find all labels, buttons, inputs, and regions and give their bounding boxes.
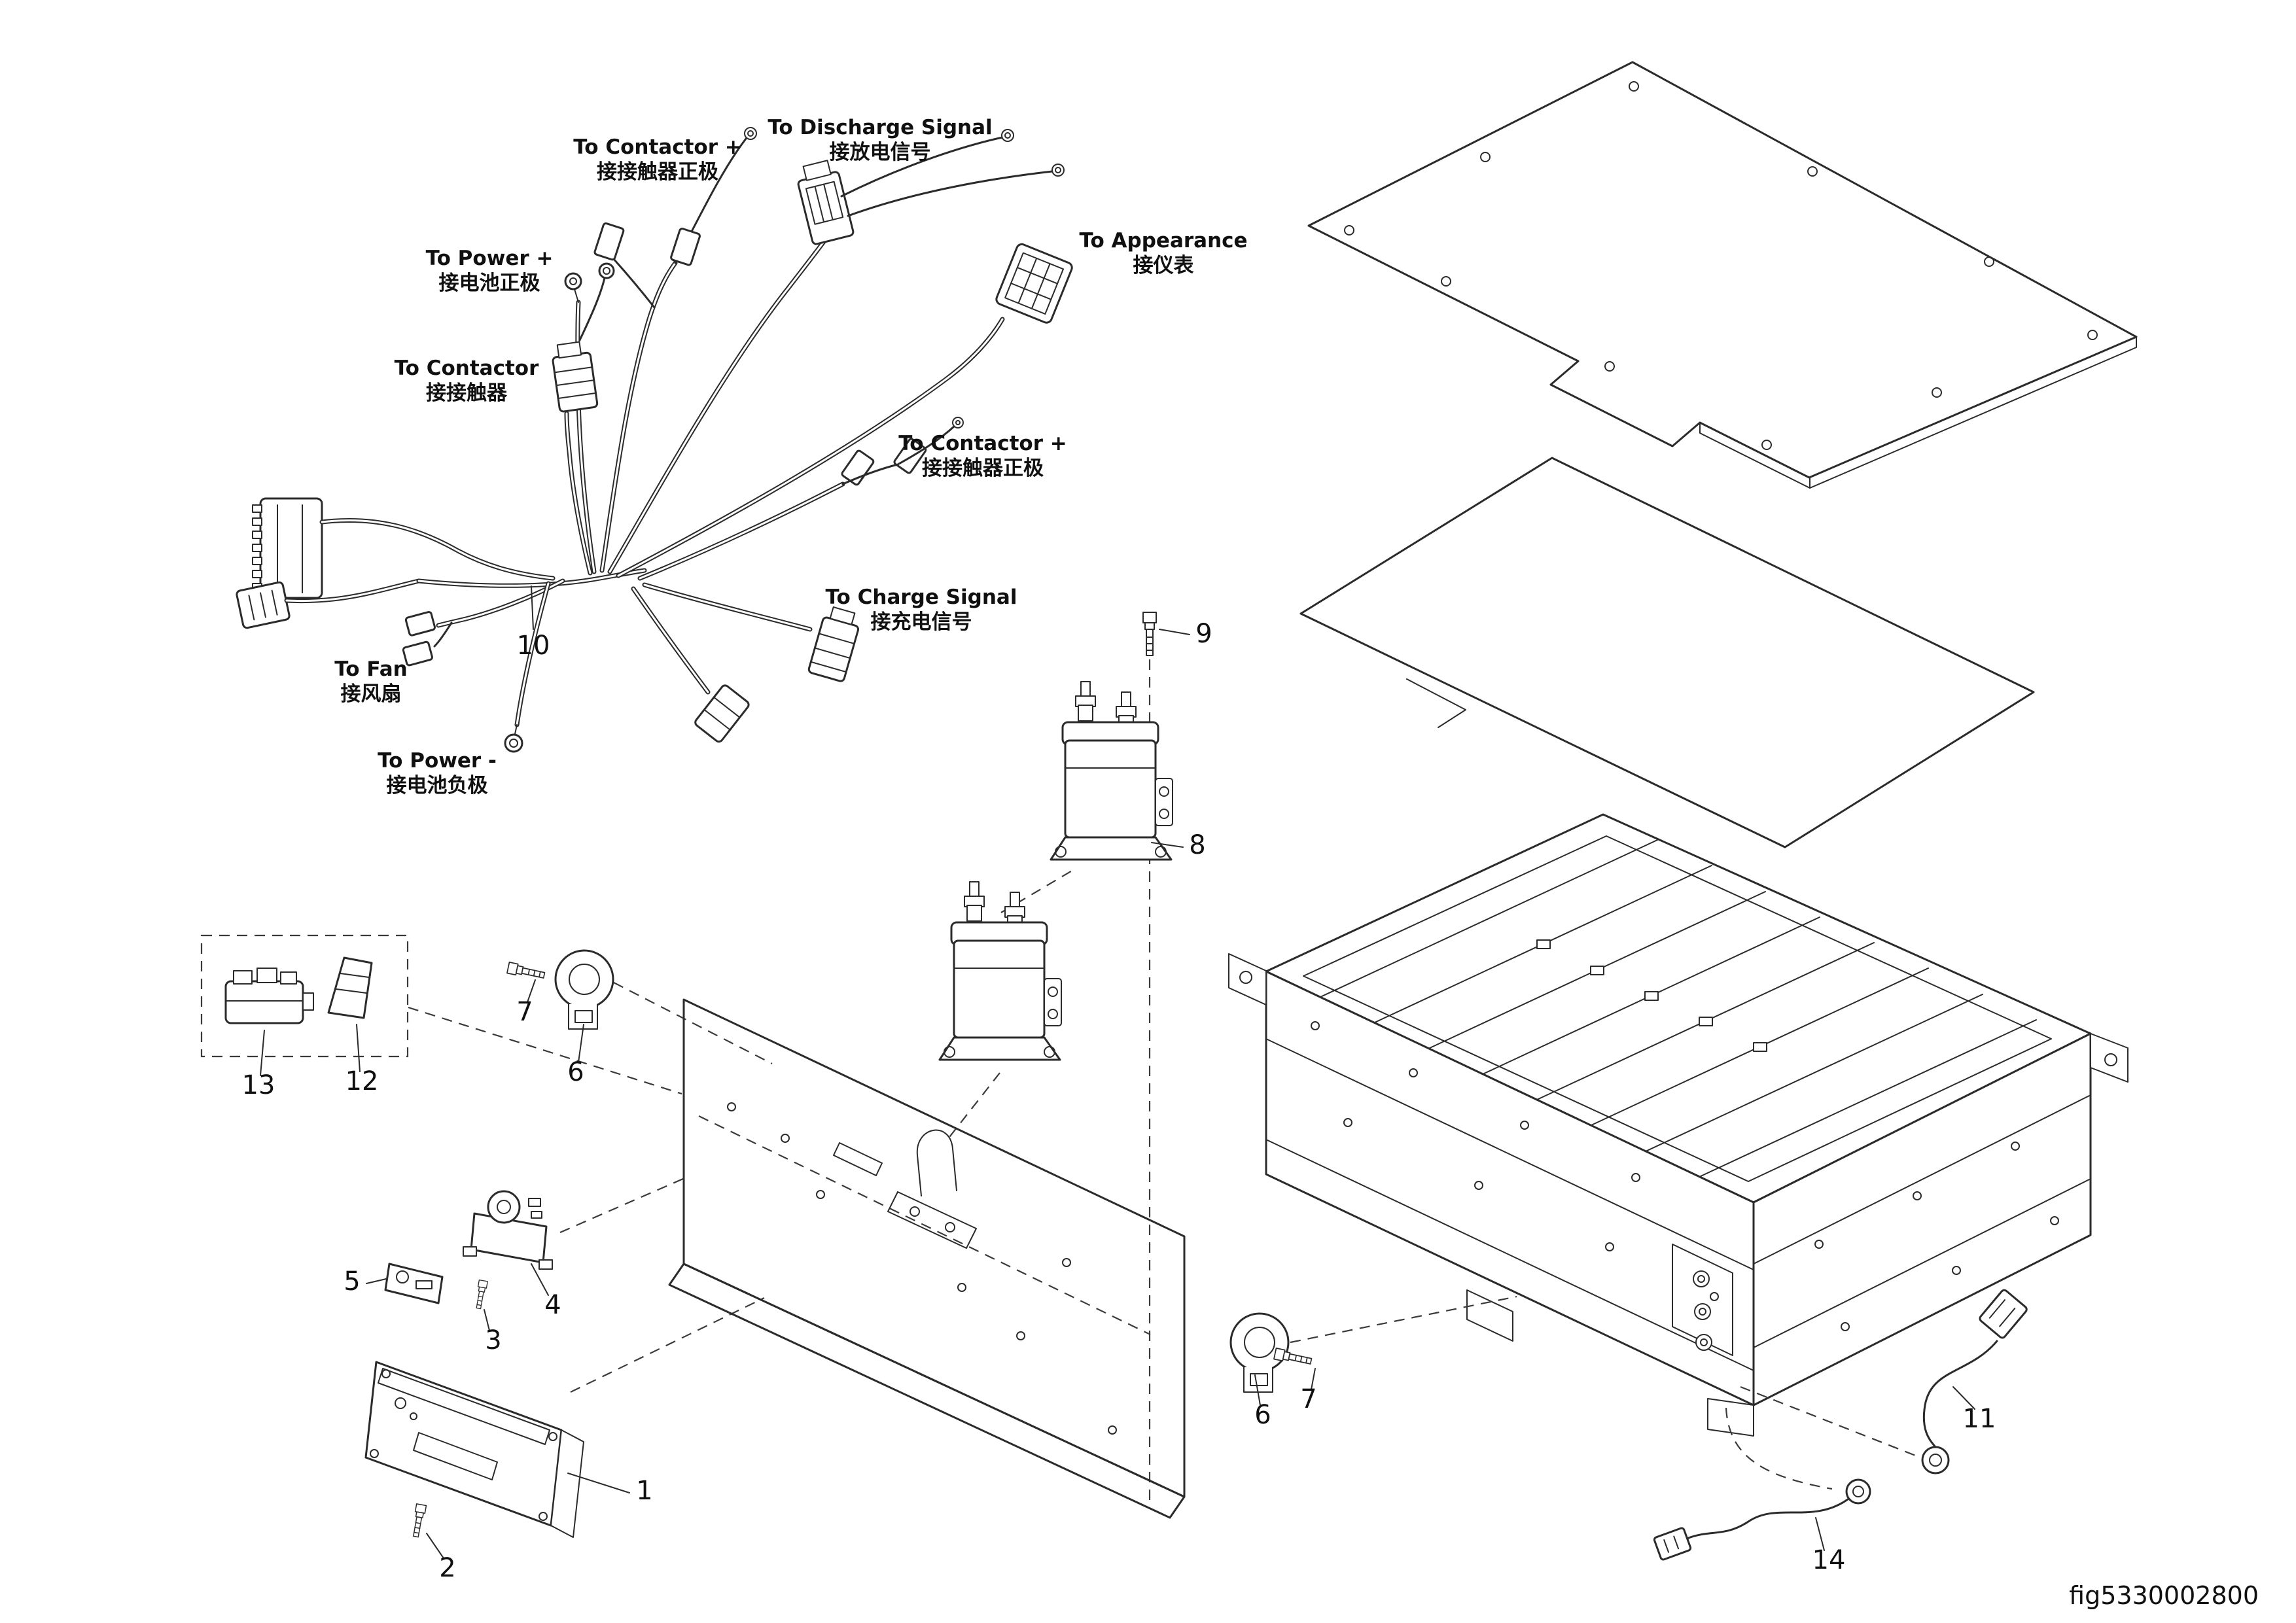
figure-code: fig5330002800 (2069, 1581, 2259, 1610)
harness-conn-power-minus (504, 724, 523, 753)
label-fan-zh: 接风扇 (341, 682, 402, 706)
callout-14: 14 (1812, 1545, 1846, 1575)
harness-labels: To Discharge Signal 接放电信号 To Contactor +… (334, 116, 1247, 797)
label-discharge-signal-en: To Discharge Signal (768, 116, 992, 139)
label-contactor: To Contactor 接接触器 (395, 357, 539, 405)
harness-conn-appearance (995, 243, 1073, 324)
harness-conn-discharge-signal (797, 129, 1065, 245)
fuse-12 (327, 956, 373, 1019)
label-contactor-zh: 接接触器 (426, 381, 508, 405)
harness-conn-aux (694, 684, 750, 743)
label-contactor-plus-mid-en: To Contactor + (898, 432, 1067, 455)
mounting-plate (668, 998, 1186, 1519)
label-power-minus: To Power - 接电池负极 (378, 749, 497, 797)
callout-5: 5 (344, 1266, 360, 1297)
cable-11 (1921, 1289, 2028, 1475)
callout-10: 10 (517, 631, 550, 661)
label-power-plus-en: To Power + (426, 247, 554, 270)
label-charge-signal-zh: 接充电信号 (871, 610, 972, 634)
harness-conn-charge-signal (807, 606, 860, 682)
label-power-plus: To Power + 接电池正极 (426, 247, 554, 295)
callout-6-upper: 6 (567, 1057, 584, 1087)
harness-conn-contactor-plus-mid (841, 417, 964, 486)
relay-module-13 (224, 968, 314, 1024)
harness-conn-fan (402, 611, 453, 667)
shunt-bracket-5 (384, 1263, 444, 1304)
callout-3: 3 (485, 1325, 501, 1355)
battery-modules (1320, 839, 2037, 1178)
callout-4: 4 (544, 1290, 561, 1320)
label-power-minus-zh: 接电池负极 (387, 774, 488, 797)
box-lifting-ears (1228, 953, 2128, 1083)
harness-conn-power-plus (564, 262, 615, 341)
label-contactor-plus-upper: To Contactor + 接接触器正极 (573, 135, 742, 184)
callout-11: 11 (1963, 1404, 1996, 1434)
label-power-minus-en: To Power - (378, 749, 497, 773)
contactor-upper (1050, 680, 1174, 861)
callout-leaders (260, 585, 1975, 1559)
fuse-kit-group (200, 934, 409, 1058)
label-contactor-en: To Contactor (395, 357, 539, 380)
label-fan-en: To Fan (334, 657, 407, 681)
battery-box (1228, 813, 2128, 1437)
box-feet (1466, 1289, 1754, 1437)
screw-2 (410, 1503, 427, 1538)
label-charge-signal-en: To Charge Signal (826, 585, 1017, 609)
box-bolts (1311, 1021, 2059, 1331)
ring-bolt-upper (506, 962, 546, 982)
label-power-plus-zh: 接电池正极 (439, 271, 540, 295)
top-cover-panel (1307, 61, 2138, 489)
callout-12: 12 (345, 1066, 379, 1096)
harness-conn-contactor-plus-upper (593, 127, 757, 266)
screw-3 (474, 1279, 488, 1310)
callout-13: 13 (242, 1070, 275, 1100)
label-contactor-plus-mid-zh: 接接触器正极 (922, 457, 1044, 480)
contactor-lower (938, 881, 1063, 1061)
label-discharge-signal-zh: 接放电信号 (830, 141, 931, 164)
callout-6-lower: 6 (1254, 1400, 1271, 1430)
label-appearance-zh: 接仪表 (1133, 254, 1194, 277)
callout-9: 9 (1195, 619, 1212, 649)
callout-7-lower: 7 (1300, 1384, 1316, 1414)
label-fan: To Fan 接风扇 (334, 657, 407, 706)
callout-1: 1 (636, 1476, 652, 1506)
label-contactor-plus-upper-zh: 接接触器正极 (597, 160, 718, 184)
mounting-bolt-9 (1142, 612, 1157, 656)
insulation-sheet (1299, 457, 2035, 848)
harness-main-connector (236, 497, 323, 629)
callout-7-upper: 7 (516, 997, 533, 1027)
callout-2: 2 (439, 1553, 455, 1583)
label-contactor-plus-mid: To Contactor + 接接触器正极 (898, 432, 1067, 480)
wiring-harness (236, 127, 1073, 753)
label-discharge-signal: To Discharge Signal 接放电信号 (768, 116, 992, 164)
solenoid-4 (463, 1190, 553, 1270)
callout-numbers: 1 2 3 4 5 6 7 6 7 8 9 10 11 12 13 14 (242, 619, 1996, 1583)
cable-14 (1653, 1478, 1871, 1561)
current-sensor-ring-upper (554, 949, 614, 1030)
controller-module-1 (364, 1361, 584, 1538)
callout-8: 8 (1189, 830, 1205, 860)
box-connector-panel (1672, 1244, 1733, 1356)
label-appearance-en: To Appearance (1079, 229, 1247, 253)
label-charge-signal: To Charge Signal 接充电信号 (826, 585, 1017, 634)
label-contactor-plus-upper-en: To Contactor + (573, 135, 742, 159)
harness-conn-contactor (552, 341, 599, 413)
label-appearance: To Appearance 接仪表 (1079, 229, 1247, 277)
